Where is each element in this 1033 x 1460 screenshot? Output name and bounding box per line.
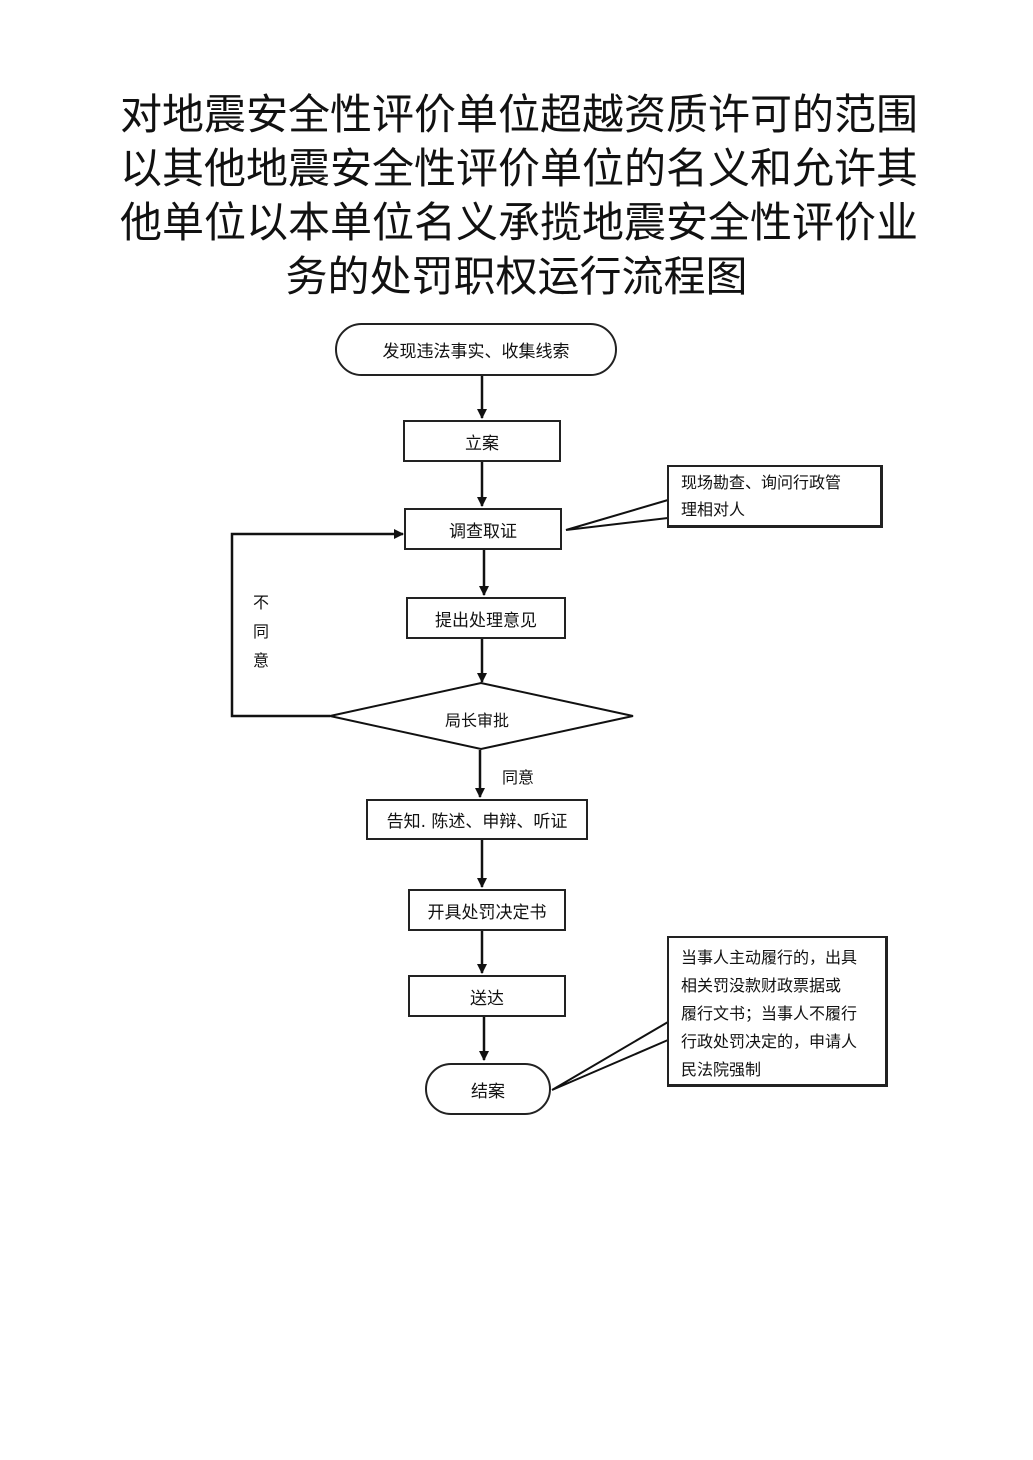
note-investigate-line-2: 理相对人: [681, 500, 746, 519]
node-start-label: 发现违法事实、收集线索: [382, 342, 570, 362]
note-close-line-1: 当事人主动履行的，出具: [681, 948, 858, 967]
note-close-line-4: 行政处罚决定的，申请人: [681, 1032, 858, 1051]
title-line-1: 对地震安全性评价单位超越资质许可的范围: [120, 90, 919, 139]
edge-label-disagree-char-2: 同: [252, 622, 269, 641]
note-close-line-5: 民法院强制: [681, 1060, 762, 1079]
note-close: 当事人主动履行的，出具 相关罚没款财政票据或 履行文书；当事人不履行 行政处罚决…: [667, 936, 888, 1087]
node-register: 立案: [403, 420, 561, 462]
node-notify: 告知. 陈述、申辩、听证: [366, 799, 588, 840]
edge-label-disagree: 不 同 意: [251, 588, 271, 675]
node-deliver: 送达: [408, 975, 566, 1017]
callout-pointer-close: [551, 1020, 669, 1091]
title-line-2: 以其他地震安全性评价单位的名义和允许其: [120, 144, 919, 193]
edge-label-agree: 同意: [502, 768, 535, 787]
node-propose-label: 提出处理意见: [435, 610, 537, 631]
node-start: 发现违法事实、收集线索: [335, 323, 617, 376]
edge-label-disagree-char-1: 不: [252, 593, 269, 612]
node-notify-label: 告知. 陈述、申辩、听证: [386, 812, 568, 832]
node-decision-label: 开具处罚决定书: [427, 902, 547, 923]
note-investigate: 现场勘查、询问行政管 理相对人: [667, 465, 883, 528]
decision-diamond: [329, 681, 634, 751]
node-approve-label: 局长审批: [445, 711, 510, 730]
page-title: 对地震安全性评价单位超越资质许可的范围 以其他地震安全性评价单位的名义和允许其 …: [120, 88, 919, 304]
node-close-label: 结案: [471, 1081, 505, 1102]
edge-label-disagree-char-3: 意: [252, 651, 269, 670]
note-close-line-3: 履行文书；当事人不履行: [681, 1004, 858, 1023]
callout-pointer-investigate: [565, 498, 669, 531]
node-register-label: 立案: [465, 433, 499, 454]
note-close-line-2: 相关罚没款财政票据或: [681, 976, 842, 995]
title-line-3: 他单位以本单位名义承揽地震安全性评价业: [120, 198, 919, 247]
node-close: 结案: [425, 1063, 551, 1115]
node-deliver-label: 送达: [470, 988, 504, 1009]
node-decision: 开具处罚决定书: [408, 889, 566, 931]
node-investigate-label: 调查取证: [449, 521, 517, 542]
node-investigate: 调查取证: [404, 508, 562, 550]
note-investigate-line-1: 现场勘查、询问行政管: [681, 473, 842, 492]
title-line-4: 务的处罚职权运行流程图: [285, 252, 748, 301]
node-propose: 提出处理意见: [406, 597, 566, 639]
arrow-disagree-loop: [230, 529, 404, 718]
